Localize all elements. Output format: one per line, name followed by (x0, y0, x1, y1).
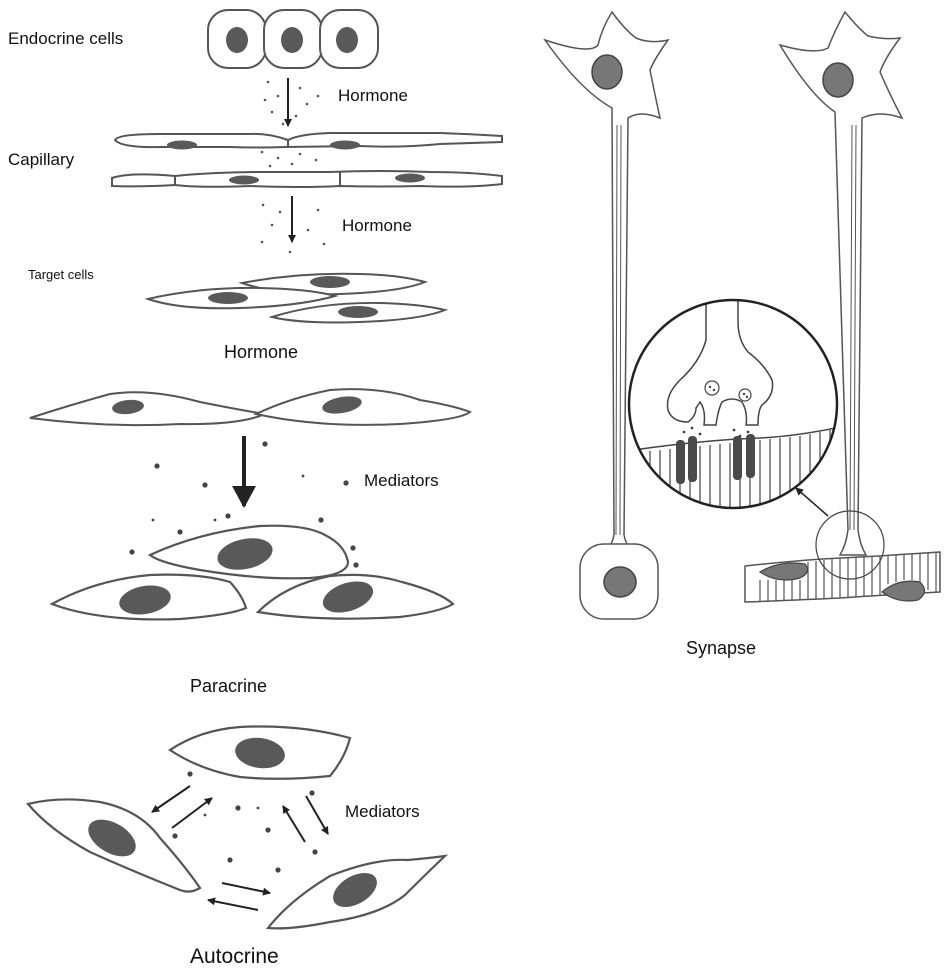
hormone-caption: Hormone (224, 343, 298, 361)
endocrine-cells-label: Endocrine cells (8, 30, 123, 47)
paracrine-source-cells (30, 389, 470, 425)
autocrine-mediator-dots (172, 771, 317, 872)
capillary (112, 133, 502, 187)
hormone-target-cells (148, 274, 445, 323)
hormone-dots-top (264, 81, 320, 126)
left-neuron (545, 12, 668, 552)
synapse-zoom-content (620, 300, 850, 520)
autocrine-mediators-label: Mediators (345, 803, 420, 820)
paracrine-mediators-label: Mediators (364, 472, 439, 489)
paracrine-caption: Paracrine (190, 677, 267, 695)
synapse-caption: Synapse (686, 639, 756, 657)
autocrine-arrows (152, 786, 328, 910)
target-cells-label: Target cells (28, 268, 94, 281)
left-neuron-nucleus (592, 55, 622, 89)
hormone-arrow-label-1: Hormone (338, 87, 408, 104)
hormone-dots-mid (261, 151, 318, 168)
autocrine-caption: Autocrine (190, 946, 279, 967)
target-cell-nucleus (604, 567, 636, 597)
right-neuron-nucleus (823, 63, 853, 97)
capillary-label: Capillary (8, 151, 74, 168)
hormone-arrow-label-2: Hormone (342, 217, 412, 234)
zoom-arrow (796, 488, 828, 516)
